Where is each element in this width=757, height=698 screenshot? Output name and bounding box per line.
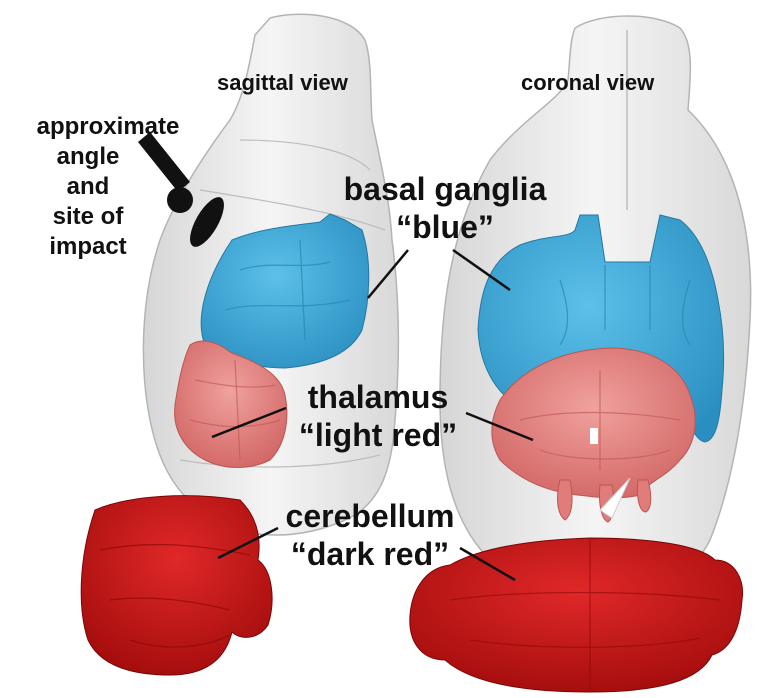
sagittal-view-label: sagittal view <box>217 70 348 96</box>
basal-ganglia-color: “blue” <box>300 208 590 246</box>
cerebellum-label: cerebellum “dark red” <box>250 497 490 573</box>
impact-label-line5: impact <box>0 232 208 262</box>
impact-label: approximate angle and site of impact <box>8 112 208 262</box>
thalamus-color: “light red” <box>268 416 488 454</box>
impact-label-line2: angle <box>0 142 208 172</box>
coronal-view-label: coronal view <box>521 70 654 96</box>
cerebellum-name: cerebellum <box>250 497 490 535</box>
impact-label-line3: and <box>0 172 208 202</box>
basal-ganglia-name: basal ganglia <box>300 170 590 208</box>
thalamus-label: thalamus “light red” <box>268 378 488 454</box>
coronal-thalamus-gap <box>590 428 598 444</box>
coronal-brain <box>410 16 751 692</box>
basal-ganglia-label: basal ganglia “blue” <box>300 170 590 246</box>
impact-label-line1: approximate <box>8 112 208 142</box>
cerebellum-color: “dark red” <box>250 535 490 573</box>
impact-label-line4: site of <box>0 202 208 232</box>
sagittal-cerebellum <box>81 496 272 675</box>
thalamus-name: thalamus <box>268 378 488 416</box>
